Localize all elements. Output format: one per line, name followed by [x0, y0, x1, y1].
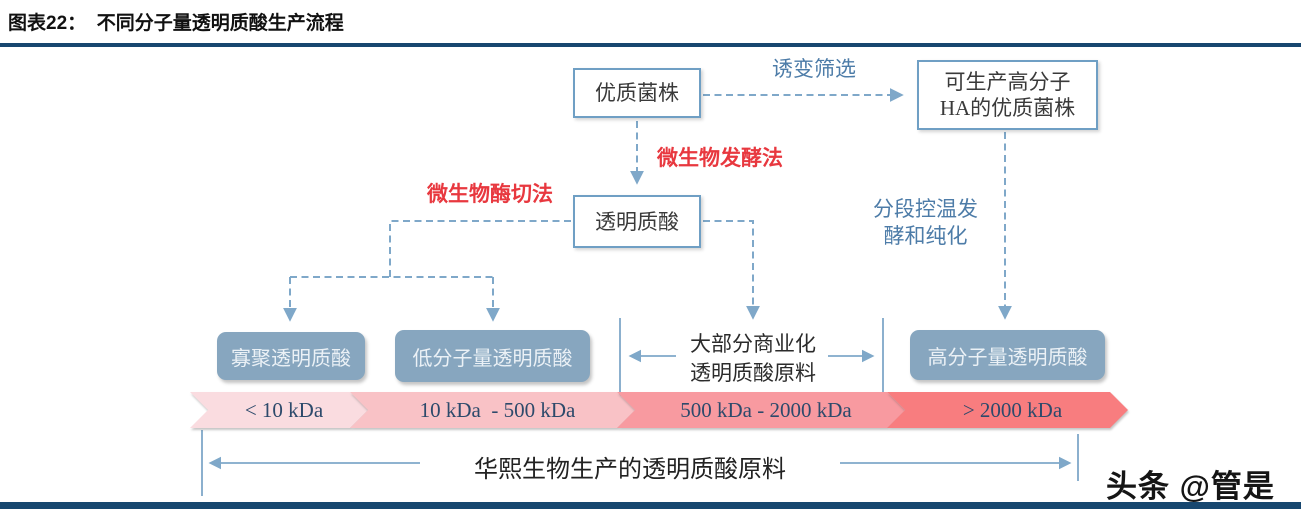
label-microbial-fermentation: 微生物发酵法 — [657, 146, 783, 170]
label-staged-fermentation: 分段控温发 酵和纯化 — [858, 195, 993, 251]
node-high-mw-ha-label: 高分子量透明质酸 — [927, 346, 1088, 369]
chevron-segment: > 2000 kDa — [887, 392, 1128, 428]
title-divider — [0, 43, 1301, 47]
chevron-shape: 10 kDa - 500 kDa — [350, 392, 635, 428]
dashed-connectors — [283, 88, 1012, 322]
chevron-label: < 10 kDa — [244, 397, 324, 422]
node-hyaluronic-acid-label: 透明质酸 — [595, 209, 679, 234]
figure-title: 图表22： 不同分子量透明质酸生产流程 — [8, 13, 344, 34]
node-oligo-ha-label: 寡聚透明质酸 — [231, 347, 351, 370]
label-commercial-ha: 大部分商业化 透明质酸原料 — [660, 330, 846, 388]
chevron-shape: 500 kDa - 2000 kDa — [617, 392, 905, 428]
node-quality-strain: 优质菌株 — [573, 68, 701, 118]
watermark-toutiao: 头条 @管是 — [1106, 469, 1275, 504]
chevron-label: 500 kDa - 2000 kDa — [680, 397, 852, 422]
label-commercial-ha-line1: 大部分商业化 — [690, 332, 816, 356]
node-hyaluronic-acid: 透明质酸 — [573, 195, 701, 248]
node-low-mw-ha: 低分子量透明质酸 — [395, 330, 590, 382]
label-staged-fermentation-line2: 酵和纯化 — [883, 224, 968, 248]
label-commercial-ha-line2: 透明质酸原料 — [690, 361, 816, 385]
label-staged-fermentation-line1: 分段控温发 — [873, 197, 978, 221]
node-hmw-strain: 可生产高分子 HA的优质菌株 — [917, 60, 1098, 130]
chevron-shape: > 2000 kDa — [887, 392, 1128, 428]
chevron-segment: 500 kDa - 2000 kDa — [617, 392, 905, 428]
node-hmw-strain-line2: HA的优质菌株 — [939, 96, 1076, 120]
chevron-label: 10 kDa - 500 kDa — [419, 397, 576, 422]
node-hmw-strain-line1: 可生产高分子 — [944, 70, 1071, 94]
chevron-segment: 10 kDa - 500 kDa — [350, 392, 635, 428]
node-high-mw-ha: 高分子量透明质酸 — [910, 330, 1105, 380]
bracket-label-huaxi: 华熙生物生产的透明质酸原料 — [420, 449, 840, 484]
chevron-segment: < 10 kDa — [190, 392, 368, 428]
node-low-mw-ha-label: 低分子量透明质酸 — [412, 347, 573, 370]
node-quality-strain-label: 优质菌株 — [595, 81, 679, 105]
node-oligo-ha: 寡聚透明质酸 — [217, 332, 365, 380]
label-microbial-enzyme-cutting: 微生物酶切法 — [427, 182, 553, 206]
chevron-shape: < 10 kDa — [190, 392, 368, 428]
bottom-divider — [0, 502, 1301, 509]
chevron-label: > 2000 kDa — [962, 397, 1063, 422]
label-mutation-screening: 诱变筛选 — [772, 56, 856, 81]
